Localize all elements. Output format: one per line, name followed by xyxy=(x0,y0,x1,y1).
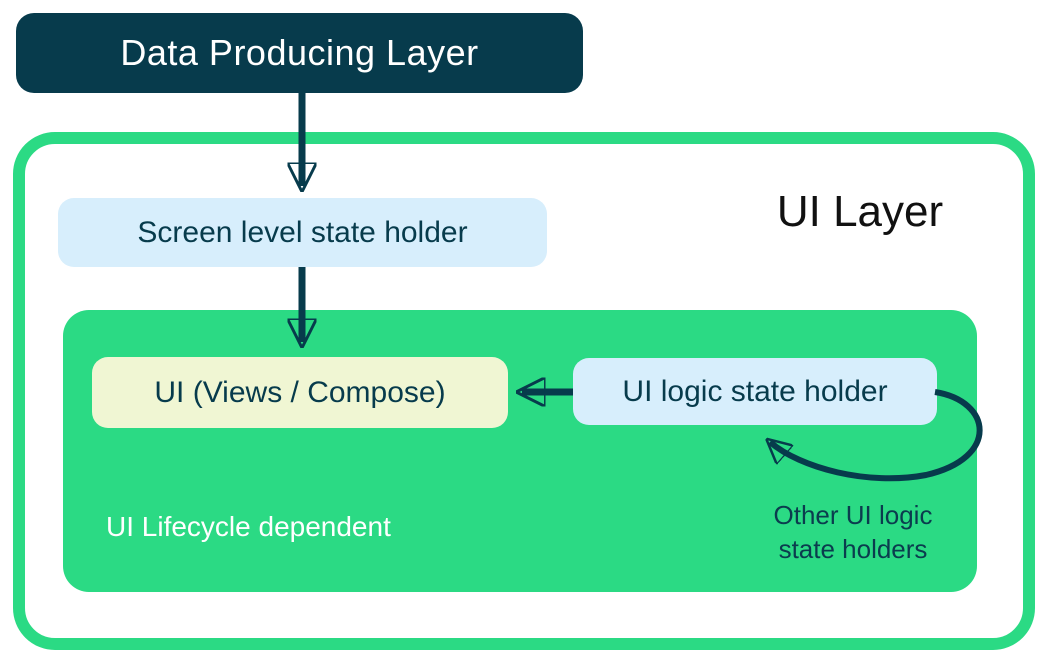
data-producing-layer-node: Data Producing Layer xyxy=(16,13,583,93)
ui-views-compose-label: UI (Views / Compose) xyxy=(154,375,446,409)
data-producing-layer-label: Data Producing Layer xyxy=(120,32,479,73)
other-ui-logic-state-holders-note: Other UI logic state holders xyxy=(742,498,964,566)
ui-logic-state-holder-label: UI logic state holder xyxy=(622,374,888,408)
other-holders-note-line1: Other UI logic xyxy=(773,500,933,530)
ui-lifecycle-dependent-caption: UI Lifecycle dependent xyxy=(106,511,391,542)
other-holders-note-line2: state holders xyxy=(778,534,928,564)
screen-level-state-holder-node: Screen level state holder xyxy=(58,198,547,267)
ui-layer-title: UI Layer xyxy=(776,187,944,236)
ui-views-compose-node: UI (Views / Compose) xyxy=(92,357,508,428)
ui-logic-state-holder-node: UI logic state holder xyxy=(573,358,937,425)
screen-level-state-holder-label: Screen level state holder xyxy=(137,215,468,249)
